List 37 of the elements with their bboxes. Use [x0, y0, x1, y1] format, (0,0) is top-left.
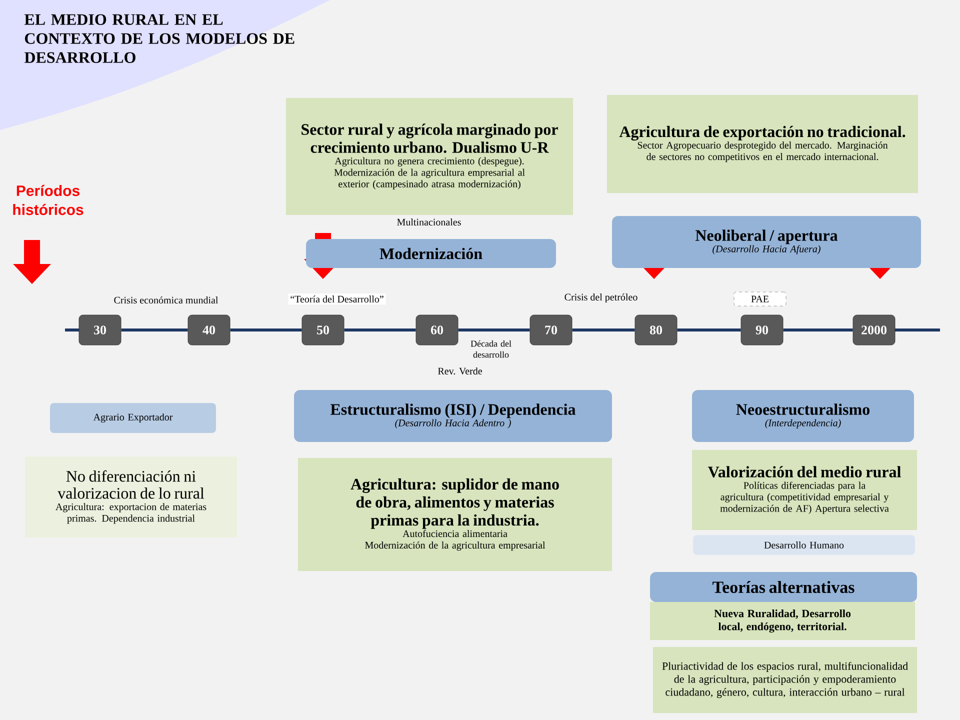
timeline-line: [458, 328, 530, 332]
text-box: Nueva Ruralidad, Desarrollo local, endógeno, territorial.: [650, 602, 916, 640]
label-box: PAE: [734, 292, 786, 306]
event-label: “Teoría del Desarrollo”: [288, 293, 386, 305]
timeline-line: [121, 328, 188, 332]
text-box: Agricultura de exportación no tradicional. Sector Agropecuario desprotegido del mercado. Marginación de sectores no competitivos en el mercado internacional.: [607, 95, 918, 193]
timeline-line: [344, 328, 416, 332]
year-box: 30: [78, 314, 122, 346]
event-label: Década del desarrollo: [470, 340, 512, 358]
period-box: Teorías alternativas: [650, 572, 918, 602]
timeline-line: [572, 328, 635, 332]
period-box: Modernización: [306, 239, 556, 268]
year-box: 70: [530, 314, 572, 346]
year-box: 40: [188, 314, 230, 346]
year-box: 2000: [852, 314, 896, 346]
note-label: Multinacionales: [397, 218, 461, 226]
text-box: Pluriactividad de los espacios rural, multifuncionalidad de la agricultura, participación y empoderamiento ciudadano, género, cultura, interacción urbano – rural: [653, 647, 918, 713]
timeline-line: [230, 328, 302, 332]
year-box: 90: [740, 314, 784, 346]
period-box: Neoestructuralismo (Interdependencia): [692, 390, 914, 442]
text-box: Sector rural y agrícola marginado por crecimiento urbano. Dualismo U-R Agricultura no genera crecimiento (despegue). Modernización de la agricultura empresarial al exterior (campesinado atrasa modernización): [286, 98, 573, 215]
title: EL MEDIO RURAL EN EL CONTEXTO DE LOS MODELOS DE DESARROLLO: [24, 14, 294, 63]
year-box: 80: [634, 314, 678, 346]
event-label: Crisis del petróleo: [564, 293, 638, 303]
year-box: 50: [302, 314, 344, 346]
text-box: No diferenciación ni valorizacion de lo rural Agricultura: exportacion de materias primas. Dependencia industrial: [25, 456, 237, 538]
year-box: 60: [416, 314, 458, 346]
section-label: Períodos históricos: [13, 184, 84, 216]
text-box: Valorización del medio rural Políticas diferenciadas para la agricultura (competitividad empresarial y modernización de AF) Apertura selectiva: [692, 450, 918, 530]
period-box: Estructuralismo (ISI) / Dependencia (Desarrollo Hacia Adentro ): [294, 390, 612, 442]
timeline-line: [783, 328, 853, 332]
period-box: Agrario Exportador: [50, 403, 216, 433]
period-box: Desarrollo Humano: [693, 535, 916, 555]
event-label: Rev. Verde: [438, 367, 482, 375]
text-box: Agricultura: suplidor de mano de obra, alimentos y materias primas para la industria. Autofuciencia alimentaria Modernización de la agricultura empresarial: [298, 458, 612, 571]
event-label: Crisis económica mundial: [114, 296, 218, 304]
timeline-line: [677, 328, 741, 332]
